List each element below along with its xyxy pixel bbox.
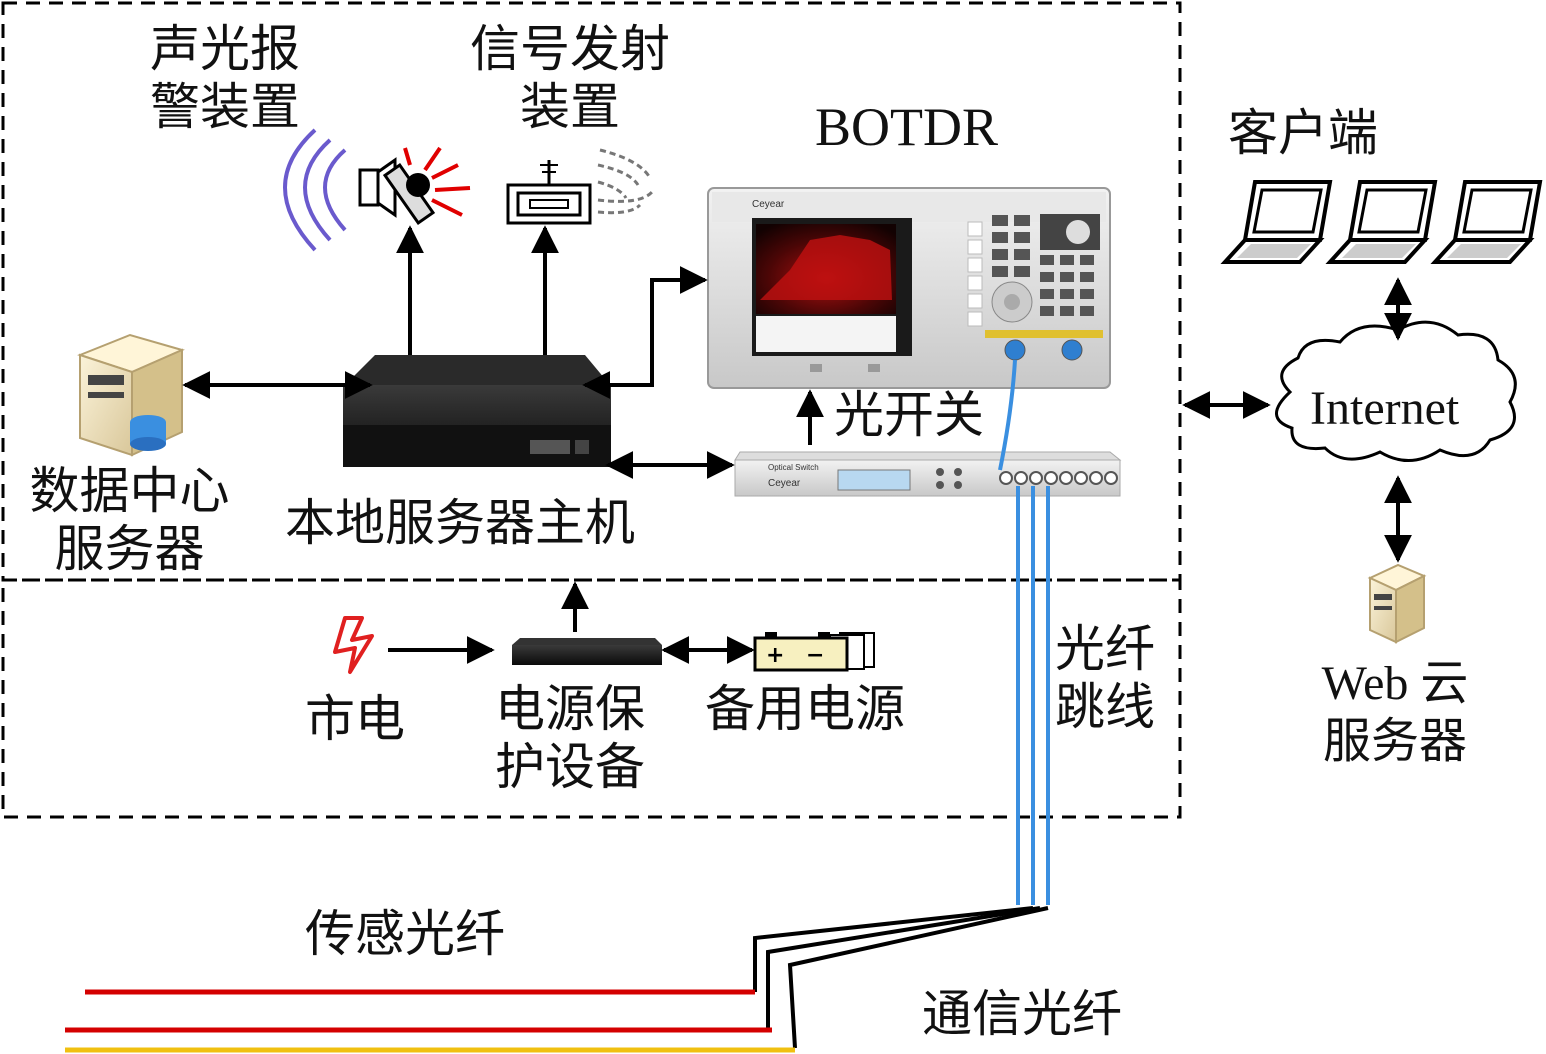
comm-fiber-label: 通信光纤	[922, 985, 1122, 1043]
botdr-label: BOTDR	[815, 97, 999, 157]
local-server-host-icon	[343, 355, 611, 467]
backup-power-label: 备用电源	[705, 680, 905, 738]
botdr-instrument: Ceyear	[707, 187, 1111, 389]
signal-transmitter-icon	[506, 148, 654, 225]
alarm-device-icon	[283, 128, 471, 252]
optical-switch-label: 光开关	[834, 386, 984, 444]
client-laptops-icon	[1220, 180, 1543, 264]
mains-lightning-icon	[333, 616, 374, 674]
local-system-boundary	[1, 1, 1182, 819]
client-label: 客户端	[1228, 104, 1378, 162]
svg-text:−: −	[806, 643, 824, 668]
botdr-brand: Ceyear	[752, 199, 785, 210]
data-center-server-icon	[77, 333, 185, 457]
optical-switch-icon: Optical Switch Ceyear	[734, 451, 1122, 497]
svg-text:+: +	[766, 643, 784, 668]
switch-brand: Ceyear	[768, 478, 801, 489]
alarm-device-label: 声光报警装置	[150, 20, 300, 136]
mains-label: 市电	[305, 690, 405, 748]
power-protection-label: 电源保护设备	[495, 680, 645, 796]
sensing-fiber-label: 传感光纤	[305, 905, 505, 963]
power-protection-icon	[512, 638, 662, 665]
signal-transmitter-label: 信号发射装置	[470, 20, 670, 136]
patch-cord-label: 光纤跳线	[1055, 620, 1155, 736]
internet-label: Internet	[1310, 382, 1460, 435]
internet-cloud-icon	[1275, 320, 1517, 462]
backup-battery-icon: + −	[753, 632, 875, 672]
switch-title: Optical Switch	[768, 463, 819, 472]
fiber-bundle	[753, 906, 1049, 1049]
connector-arrows	[182, 225, 1412, 664]
local-server-label: 本地服务器主机	[285, 494, 635, 552]
patch-cord-fibers	[998, 359, 1050, 905]
web-cloud-server-icon	[1367, 563, 1427, 644]
web-cloud-label: Web 云服务器	[1321, 657, 1469, 768]
data-center-label: 数据中心服务器	[29, 462, 230, 578]
